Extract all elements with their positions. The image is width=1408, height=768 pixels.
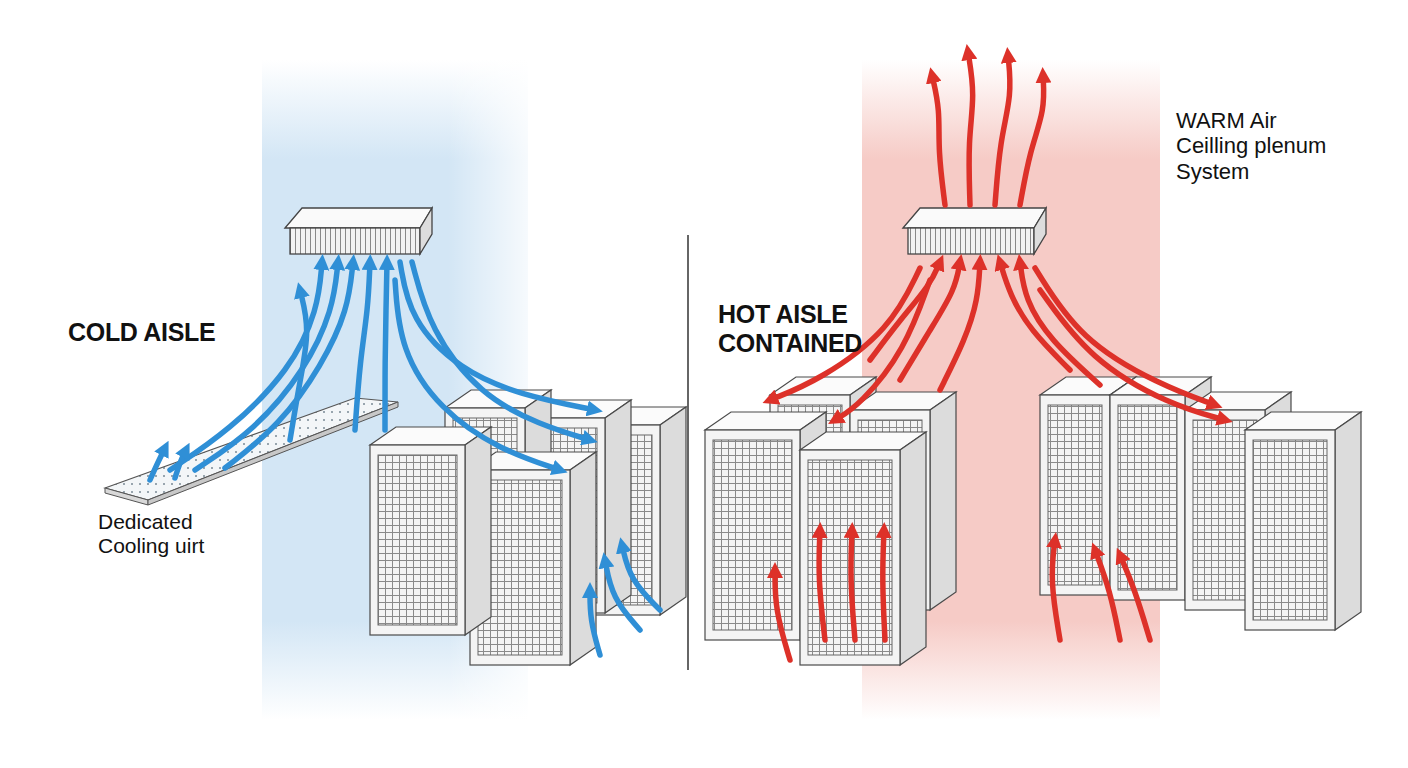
rack-grille bbox=[1118, 405, 1177, 590]
server-rack bbox=[800, 432, 926, 665]
hot-air-arrow bbox=[775, 570, 790, 660]
server-rack bbox=[1245, 412, 1361, 630]
aisle-heading: HOT AISLE CONTAINED bbox=[718, 300, 868, 358]
hot-air-arrow bbox=[932, 75, 945, 205]
rack-grille bbox=[378, 455, 457, 625]
hot-air-arrow bbox=[940, 262, 980, 390]
server-racks bbox=[370, 377, 1361, 665]
cold-ceiling-vent bbox=[285, 208, 432, 254]
hot-air-arrow bbox=[851, 530, 855, 640]
vent-top bbox=[903, 208, 1046, 228]
cold-air-arrow bbox=[622, 545, 660, 610]
vent-side bbox=[420, 208, 432, 254]
divider-line bbox=[687, 235, 689, 670]
airflow-arrows bbox=[150, 52, 1225, 660]
cold-air-arrow bbox=[412, 262, 590, 440]
vent-grille bbox=[290, 228, 420, 254]
hot-air-arrow bbox=[1020, 262, 1100, 385]
rack-front bbox=[1245, 430, 1335, 630]
cold-air-arrow bbox=[170, 262, 322, 470]
hot-aisle-band bbox=[862, 60, 1160, 720]
hot-air-arrow bbox=[819, 530, 825, 640]
plenum-label: WARM Air Ceilling plenum System bbox=[1176, 108, 1338, 184]
cold-air-arrow bbox=[590, 590, 600, 655]
hot-ceiling-vent bbox=[903, 208, 1046, 254]
rack-side bbox=[465, 427, 491, 635]
server-rack bbox=[370, 427, 491, 635]
tile-edge bbox=[148, 402, 398, 505]
cold-air-arrow bbox=[225, 262, 353, 468]
rack-grille bbox=[1048, 405, 1102, 585]
cold-air-arrow bbox=[395, 280, 560, 470]
aisle-heading: COLD AISLE bbox=[68, 318, 268, 347]
rack-side bbox=[930, 392, 956, 610]
vent-top bbox=[285, 208, 432, 228]
rack-side bbox=[660, 407, 686, 615]
rack-grille bbox=[713, 440, 792, 630]
hot-air-arrow bbox=[1052, 540, 1060, 640]
hot-air-arrow bbox=[1020, 75, 1044, 205]
hot-air-arrow bbox=[995, 55, 1010, 205]
vent-grille bbox=[908, 228, 1034, 254]
cold-air-arrow bbox=[385, 262, 387, 430]
rack-grille bbox=[1253, 440, 1327, 620]
vent-side bbox=[1034, 208, 1046, 254]
hot-air-arrow bbox=[968, 52, 973, 205]
hot-air-arrow bbox=[1095, 550, 1120, 640]
rack-side bbox=[900, 432, 926, 665]
unit-label: Dedicated Cooling uirt bbox=[98, 510, 233, 558]
cold-air-arrow bbox=[605, 560, 640, 630]
cold-air-arrow bbox=[290, 290, 307, 440]
tile-edge bbox=[105, 488, 148, 505]
rack-front bbox=[1110, 395, 1185, 600]
cold-air-arrow bbox=[175, 450, 186, 478]
rack-front bbox=[370, 445, 465, 635]
hot-air-arrow bbox=[883, 530, 885, 640]
cold-air-arrow bbox=[355, 262, 370, 430]
hot-air-arrow bbox=[1040, 290, 1225, 420]
rack-grille bbox=[808, 460, 892, 655]
hot-air-arrow bbox=[1035, 268, 1215, 405]
rack-front bbox=[705, 430, 800, 640]
hot-air-arrow bbox=[1120, 555, 1150, 640]
cold-air-arrow bbox=[150, 448, 165, 480]
rack-side bbox=[1335, 412, 1361, 630]
rack-front bbox=[800, 450, 900, 665]
